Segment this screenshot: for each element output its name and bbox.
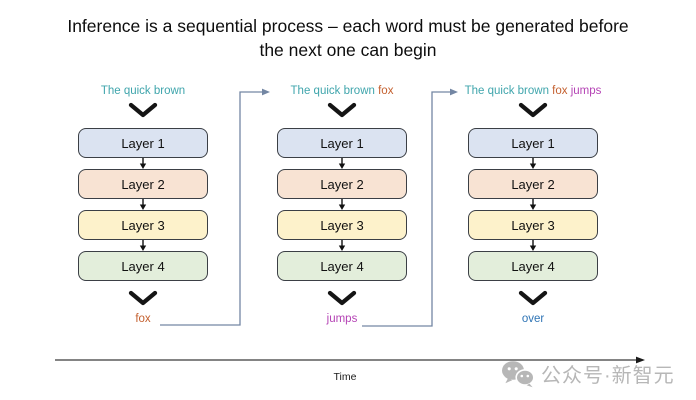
inference-step-2: The quick brown fox Layer 1 Layer 2 Laye… — [277, 84, 407, 326]
down-arrow-icon — [139, 199, 147, 210]
layer-box: Layer 4 — [468, 251, 598, 281]
slide-title-line-2: the next one can begin — [259, 40, 437, 60]
layer-box: Layer 2 — [78, 169, 208, 199]
layer-box: Layer 1 — [277, 128, 407, 158]
arrow-right-icon — [450, 88, 458, 96]
slide-title: Inference is a sequential process – each… — [0, 14, 696, 62]
arrow-right-icon — [262, 88, 270, 96]
watermark: 公众号·新智元 — [501, 359, 675, 388]
generated-word: over — [521, 313, 545, 325]
layer-label: Layer 1 — [121, 135, 165, 151]
down-arrow-icon — [529, 158, 537, 169]
layer-box: Layer 3 — [277, 210, 407, 240]
chevron-down-icon — [128, 102, 158, 118]
chevron-down-icon — [128, 290, 158, 306]
chevron-down-icon — [518, 102, 548, 118]
down-arrow-icon — [338, 158, 346, 169]
down-arrow-icon — [338, 240, 346, 251]
wechat-icon — [502, 360, 535, 387]
token-context: The quick brown — [100, 85, 186, 97]
token-jumps: jumps — [570, 85, 602, 97]
layer-label: Layer 4 — [121, 258, 165, 274]
chevron-down-icon — [327, 290, 357, 306]
layer-label: Layer 1 — [511, 135, 555, 151]
input-tokens-step-2: The quick brown fox — [291, 84, 394, 98]
output-token-step-3: over — [522, 312, 544, 326]
layer-label: Layer 2 — [511, 176, 555, 192]
layer-label: Layer 4 — [511, 258, 555, 274]
layer-box: Layer 4 — [277, 251, 407, 281]
slide-title-line-1: Inference is a sequential process – each… — [67, 16, 629, 36]
layer-label: Layer 3 — [121, 217, 165, 233]
output-token-step-2: jumps — [327, 312, 358, 326]
layer-label: Layer 2 — [320, 176, 364, 192]
layer-label: Layer 2 — [121, 176, 165, 192]
layer-label: Layer 3 — [511, 217, 555, 233]
token-context: The quick brown — [464, 85, 553, 97]
layer-box: Layer 2 — [468, 169, 598, 199]
layer-box: Layer 2 — [277, 169, 407, 199]
layer-label: Layer 3 — [320, 217, 364, 233]
down-arrow-icon — [338, 199, 346, 210]
output-token-step-1: fox — [135, 312, 150, 326]
time-axis-label: Time — [333, 371, 357, 383]
inference-step-1: The quick brown Layer 1 Layer 2 Layer 3 … — [78, 84, 208, 326]
generated-word: fox — [135, 313, 151, 325]
down-arrow-icon — [529, 240, 537, 251]
layer-box: Layer 3 — [78, 210, 208, 240]
inference-step-3: The quick brown fox jumps Layer 1 Layer … — [465, 84, 602, 326]
layer-label: Layer 4 — [320, 258, 364, 274]
layer-box: Layer 1 — [78, 128, 208, 158]
input-tokens-step-1: The quick brown — [101, 84, 185, 98]
layer-label: Layer 1 — [320, 135, 364, 151]
watermark-text: 公众号·新智元 — [541, 365, 675, 387]
chevron-down-icon — [327, 102, 357, 118]
layer-box: Layer 1 — [468, 128, 598, 158]
down-arrow-icon — [529, 199, 537, 210]
down-arrow-icon — [139, 240, 147, 251]
chevron-down-icon — [518, 290, 548, 306]
token-fox: fox — [378, 85, 394, 97]
layer-box: Layer 3 — [468, 210, 598, 240]
input-tokens-step-3: The quick brown fox jumps — [465, 84, 602, 98]
generated-word: jumps — [326, 313, 358, 325]
token-context: The quick brown — [290, 85, 379, 97]
layer-box: Layer 4 — [78, 251, 208, 281]
down-arrow-icon — [139, 158, 147, 169]
token-fox: fox — [552, 85, 571, 97]
